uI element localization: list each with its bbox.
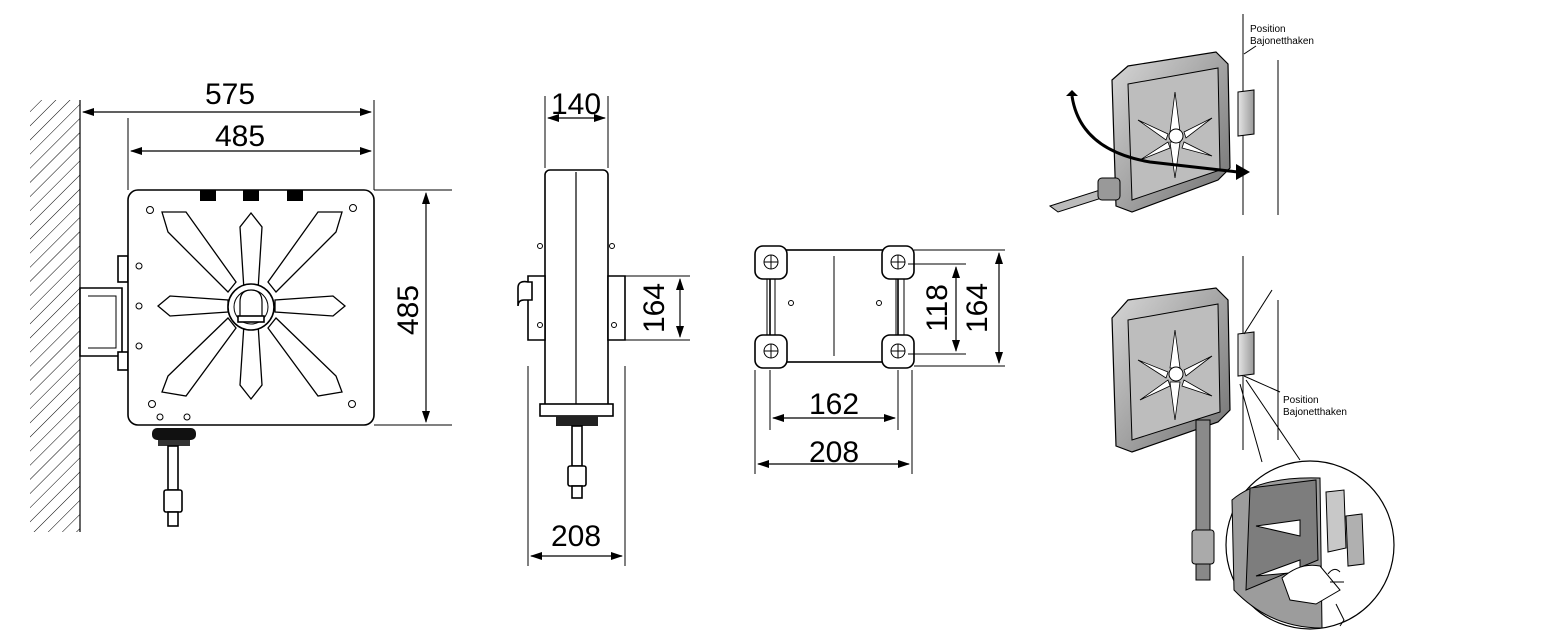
- side-bracket-right: [607, 275, 626, 341]
- dim-485-width-label: 485: [215, 120, 265, 153]
- mounting-view-hook-on: Position Bajonetthaken: [1048, 14, 1314, 215]
- wall-hatching: [30, 100, 80, 532]
- nozzle-3d-2: [1191, 529, 1215, 565]
- hose-side: [571, 425, 583, 467]
- reel-hub: [227, 283, 275, 331]
- side-elbow: [517, 280, 533, 307]
- top-slot-1: [200, 190, 216, 201]
- dim-140-label: 140: [551, 88, 601, 121]
- top-slot-3: [287, 190, 303, 201]
- reel-spokes: [156, 211, 347, 401]
- hose: [167, 445, 179, 491]
- position-label-1-line1: Position: [1250, 24, 1286, 35]
- hose-nozzle: [163, 489, 183, 513]
- mount-arrow-1: [1070, 95, 1239, 174]
- dim-162-label: 162: [809, 388, 859, 421]
- nozzle-side: [567, 465, 587, 487]
- mounting-view-hook-lock: Position Bajonetthaken: [1111, 256, 1395, 630]
- housing-screws: [135, 204, 357, 408]
- dim-575-label: 575: [205, 78, 255, 111]
- bayonet-hook-upper: [117, 255, 129, 283]
- position-label-2-line1: Position: [1283, 395, 1319, 406]
- dim-208-bracket-label: 208: [809, 436, 859, 469]
- nozzle-tip-side: [571, 485, 583, 499]
- dim-164-bracket-label: 164: [961, 283, 994, 333]
- housing-foot: [539, 403, 614, 417]
- outlet-screw-left: [156, 413, 164, 421]
- detail-magnifier: [1225, 460, 1395, 630]
- dim-164-side-label: 164: [638, 283, 671, 333]
- outlet-hub-side: [556, 416, 598, 426]
- hose-stop: [152, 428, 196, 440]
- top-slot-2: [243, 190, 259, 201]
- position-label-1-line2: Bajonetthaken: [1250, 36, 1314, 47]
- wall-bracket-inner: [88, 295, 117, 349]
- outlet-screw-right: [183, 413, 191, 421]
- position-label-2-line2: Bajonetthaken: [1283, 407, 1347, 418]
- wall-bracket-3d-1: [1237, 89, 1255, 137]
- side-view: 140 164 208: [517, 88, 690, 566]
- dim-208-side-label: 208: [551, 520, 601, 553]
- bracket-corner-tabs: [754, 245, 915, 369]
- dim-118-label: 118: [921, 284, 954, 332]
- wall-bracket-3d-2: [1237, 331, 1255, 377]
- bracket-view: 118 164 162 208: [754, 245, 1005, 474]
- hose-3d-2: [1195, 419, 1211, 531]
- front-view: 575 485 485: [30, 78, 452, 532]
- dim-485-height-label: 485: [392, 285, 425, 335]
- hose-tip: [167, 511, 179, 527]
- hose-guide: [158, 440, 190, 446]
- bayonet-hook-lower: [117, 351, 129, 371]
